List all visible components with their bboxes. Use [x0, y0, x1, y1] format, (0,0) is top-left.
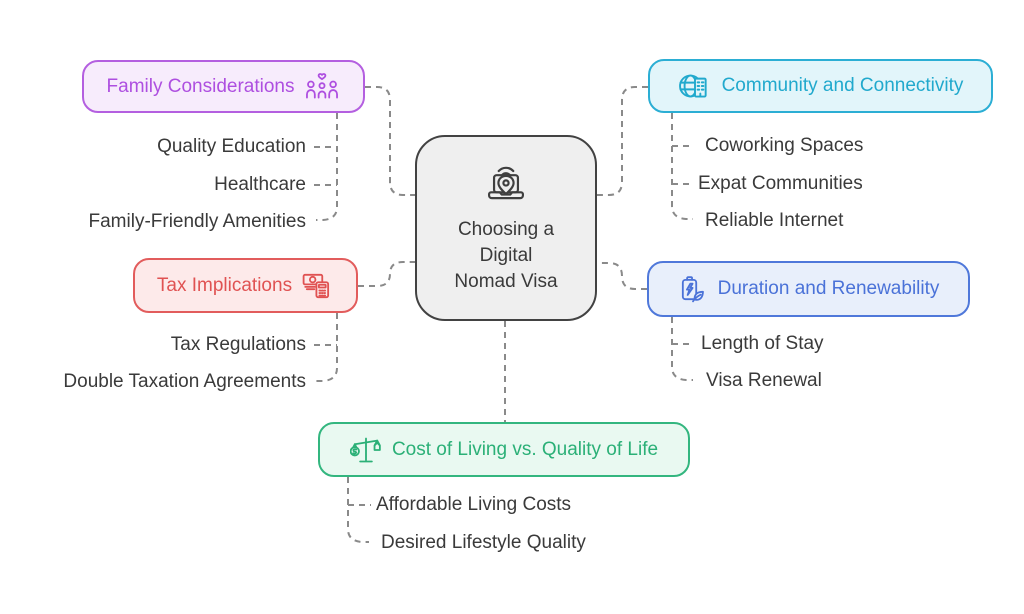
center-title-line: Nomad Visa — [454, 270, 558, 292]
subtopic-family-friendly-amenities: Family-Friendly Amenities — [88, 211, 307, 232]
subtopic-visa-renewal: Visa Renewal — [706, 370, 822, 391]
node-tax-implications: Tax Implications — [133, 258, 358, 313]
connector-community-subtopics — [671, 113, 694, 220]
subtopic-tax-regulations: Tax Regulations — [170, 334, 306, 355]
node-family-considerations: Family Considerations — [82, 60, 365, 113]
subtopic-expat-communities: Expat Communities — [698, 173, 863, 194]
battery-leaf-icon — [678, 274, 708, 304]
subtopic-desired-lifestyle-quality: Desired Lifestyle Quality — [381, 532, 586, 553]
laptop-location-icon — [479, 162, 533, 211]
subtopic-affordable-living-costs: Affordable Living Costs — [376, 494, 572, 515]
subtopic-length-of-stay: Length of Stay — [701, 333, 824, 354]
node-cost-vs-quality: Cost of Living vs. Quality of Life — [318, 422, 690, 477]
connector-family-subtopics — [314, 113, 338, 221]
center-title-line: Digital — [479, 244, 533, 266]
subtopic-double-taxation-agreements: Double Taxation Agreements — [63, 371, 306, 392]
globe-building-icon — [678, 71, 712, 101]
center-title-line: Choosing a — [457, 218, 555, 240]
subtopic-reliable-internet: Reliable Internet — [705, 210, 844, 231]
subtopic-coworking-spaces: Coworking Spaces — [705, 135, 864, 156]
connector-cost-subtopics — [347, 477, 371, 543]
node-center-topic: Choosing a Digital Nomad Visa — [415, 135, 597, 321]
connector-tax-subtopics — [314, 313, 338, 382]
subtopic-quality-education: Quality Education — [157, 136, 306, 157]
connector-duration-to-center — [597, 262, 647, 290]
topic-label: Community and Connectivity — [721, 75, 964, 96]
connector-community-to-center — [597, 86, 648, 196]
node-duration-renewability: Duration and Renewability — [647, 261, 970, 317]
connector-duration-subtopics — [671, 317, 694, 381]
connector-tax-to-center — [358, 261, 415, 287]
topic-label: Cost of Living vs. Quality of Life — [391, 438, 659, 460]
topic-label: Family Considerations — [106, 75, 295, 97]
money-calculator-icon — [302, 272, 334, 300]
topic-label: Tax Implications — [156, 274, 293, 296]
subtopic-healthcare: Healthcare — [214, 174, 306, 195]
balance-scale-icon — [349, 435, 382, 465]
node-community-connectivity: Community and Connectivity — [648, 59, 993, 113]
topic-label: Duration and Renewability — [717, 278, 940, 299]
connector-family-to-center — [365, 86, 415, 196]
family-icon — [304, 72, 340, 101]
center-title: Choosing a Digital Nomad Visa — [454, 217, 557, 295]
